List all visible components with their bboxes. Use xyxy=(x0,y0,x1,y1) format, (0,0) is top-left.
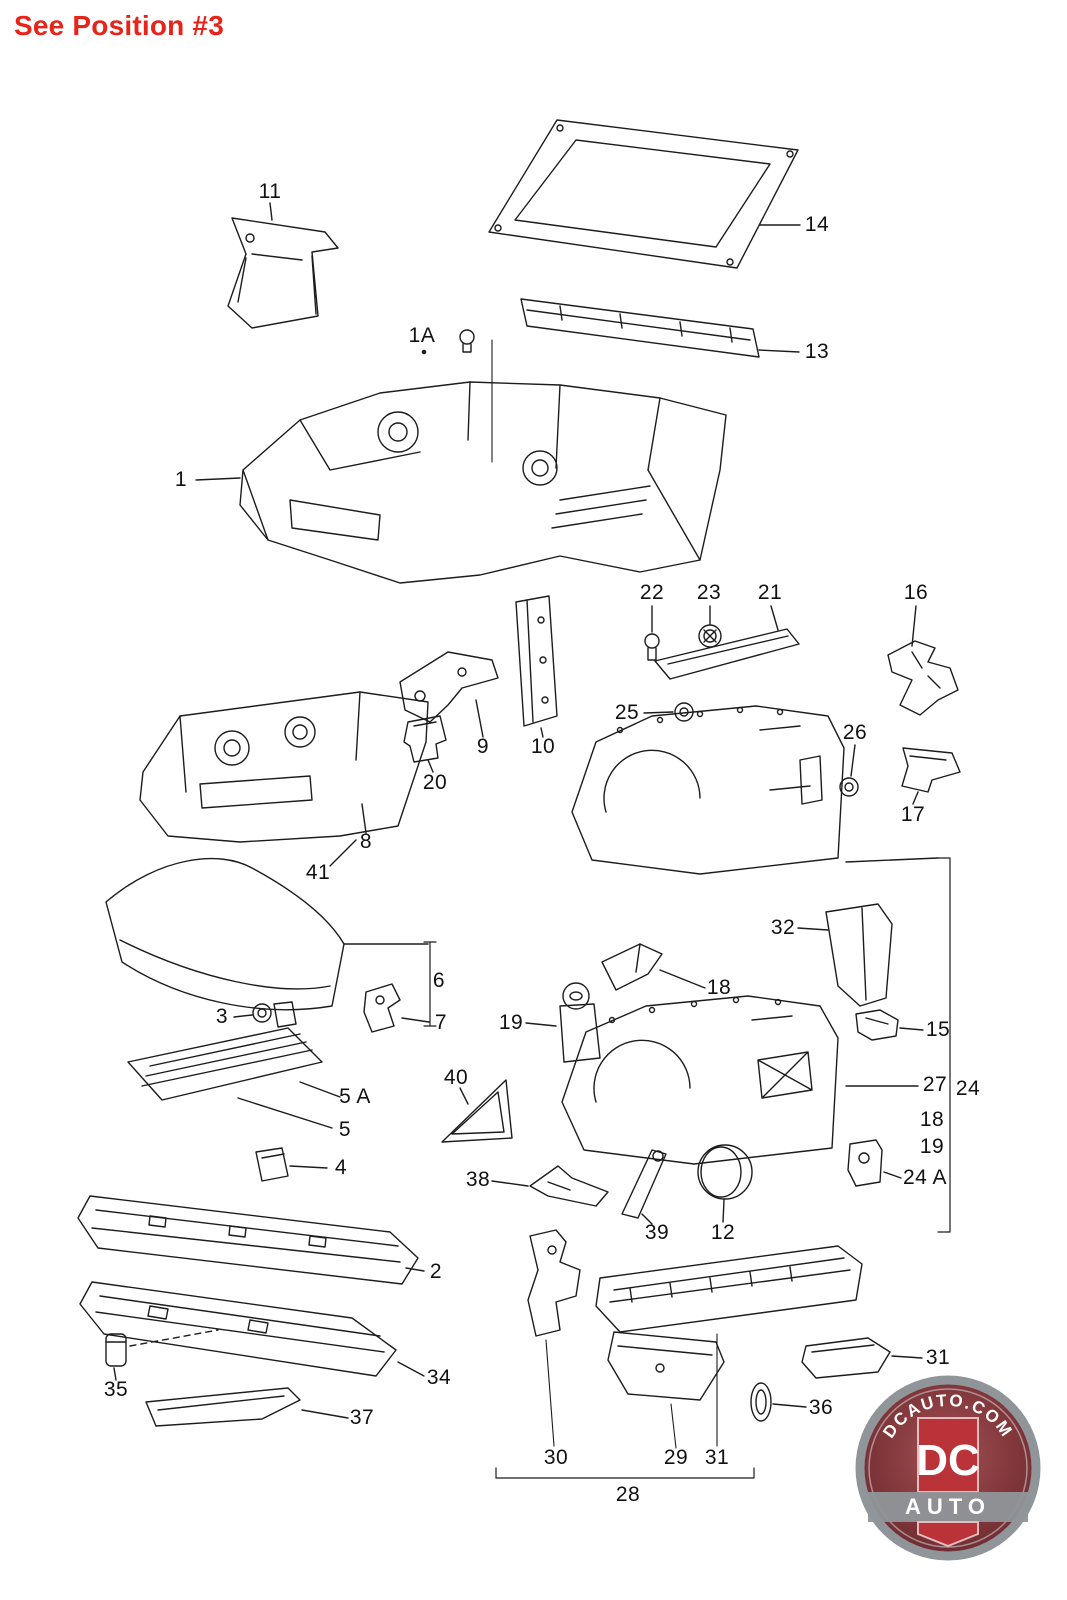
callout-1a: 1A xyxy=(408,324,436,347)
callout-12: 12 xyxy=(710,1221,736,1244)
wheel-housing-lower-drawing xyxy=(561,995,839,1165)
part-40-drawing xyxy=(441,1079,513,1143)
callout-26: 26 xyxy=(842,721,868,744)
callout-32: 32 xyxy=(770,916,796,939)
part-34-drawing xyxy=(79,1281,425,1377)
part-4-drawing xyxy=(255,1147,328,1182)
callout-38: 38 xyxy=(465,1168,491,1191)
part-36-drawing xyxy=(750,1382,807,1422)
see-position-note[interactable]: See Position #3 xyxy=(14,10,224,41)
callout-20: 20 xyxy=(422,771,448,794)
part-1-drawing xyxy=(195,381,727,584)
part-19-drawing xyxy=(525,982,601,1063)
logo-band xyxy=(868,1492,1028,1522)
part-6-drawing xyxy=(105,857,437,1027)
callout-28: 28 xyxy=(615,1483,641,1506)
callout-18: 18 xyxy=(919,1108,945,1131)
callout-24: 24 xyxy=(955,1077,981,1100)
group-24-bracket xyxy=(845,857,951,1233)
callout-18: 18 xyxy=(706,976,732,999)
callout-13: 13 xyxy=(804,340,830,363)
callout-1: 1 xyxy=(174,468,188,491)
part-31-drawing xyxy=(801,1337,923,1379)
part-14-drawing xyxy=(488,119,801,269)
part-11-drawing xyxy=(227,202,339,329)
wheel-housing-upper-drawing xyxy=(571,705,939,875)
callout-4: 4 xyxy=(334,1156,348,1179)
part-32-drawing xyxy=(797,903,893,1007)
callout-21: 21 xyxy=(757,581,783,604)
part-25-drawing xyxy=(643,702,694,722)
callout-10: 10 xyxy=(530,735,556,758)
callout-8: 8 xyxy=(359,830,373,853)
callout-19: 19 xyxy=(919,1135,945,1158)
callout-23: 23 xyxy=(696,581,722,604)
callout-39: 39 xyxy=(644,1221,670,1244)
part-20-drawing xyxy=(403,715,447,773)
callout-11: 11 xyxy=(258,180,282,203)
part-8-drawing xyxy=(139,691,429,867)
part-37-drawing xyxy=(145,1387,349,1427)
callout-31: 31 xyxy=(925,1346,951,1369)
part-10-drawing xyxy=(515,595,558,738)
callout-6: 6 xyxy=(432,969,446,992)
callout-25: 25 xyxy=(614,701,640,724)
part-1a-drawing xyxy=(421,329,493,463)
part-7-drawing xyxy=(363,983,430,1033)
part-2-drawing xyxy=(77,1195,425,1285)
sill-panel-drawing xyxy=(595,1245,863,1447)
part-17-drawing xyxy=(901,747,961,805)
logo-brand-text: AUTO xyxy=(905,1494,991,1519)
part-15-drawing xyxy=(855,1009,924,1041)
callout-9: 9 xyxy=(476,735,490,758)
callout-30: 30 xyxy=(543,1446,569,1469)
callout-36: 36 xyxy=(808,1396,834,1419)
part-3-drawing xyxy=(233,1001,297,1028)
callout-41: 41 xyxy=(305,861,331,884)
part-12-drawing xyxy=(697,1144,753,1223)
part-35-drawing xyxy=(105,1329,219,1381)
callout-16: 16 xyxy=(903,581,929,604)
part-9-drawing xyxy=(399,651,499,738)
callout-3: 3 xyxy=(215,1005,229,1028)
part-23-drawing xyxy=(698,605,722,648)
part-13-drawing xyxy=(520,298,800,358)
callout-14: 14 xyxy=(804,213,830,236)
callout-17: 17 xyxy=(900,803,926,826)
part-5a-drawing xyxy=(127,1027,341,1129)
part-16-drawing xyxy=(887,605,959,716)
callout-37: 37 xyxy=(349,1406,375,1429)
part-24a-drawing xyxy=(847,1139,902,1187)
callout-5: 5 xyxy=(338,1118,352,1141)
callout-5a: 5 A xyxy=(339,1085,371,1108)
part-18-drawing xyxy=(601,943,706,991)
part-26-drawing xyxy=(839,744,859,797)
part-30-drawing xyxy=(527,1229,581,1447)
part-39-drawing xyxy=(621,1149,667,1225)
part-29-drawing xyxy=(607,1331,725,1449)
callout-15: 15 xyxy=(925,1018,951,1041)
dcauto-watermark-logo: DCAUTO.COM DC AUTO xyxy=(854,1374,1042,1562)
callout-40: 40 xyxy=(443,1066,469,1089)
callout-27: 27 xyxy=(922,1073,948,1096)
callout-19: 19 xyxy=(498,1011,524,1034)
part-21-drawing xyxy=(654,605,800,680)
callout-24a: 24 A xyxy=(902,1166,948,1189)
callout-22: 22 xyxy=(639,581,665,604)
part-22-drawing xyxy=(644,605,660,661)
callout-29: 29 xyxy=(663,1446,689,1469)
callout-7: 7 xyxy=(434,1011,448,1034)
callout-35: 35 xyxy=(103,1378,129,1401)
part-38-drawing xyxy=(491,1165,609,1207)
logo-monogram: DC xyxy=(916,1436,980,1485)
group-28-bracket xyxy=(495,1467,755,1479)
callout-31: 31 xyxy=(704,1446,730,1469)
callout-2: 2 xyxy=(429,1260,443,1283)
callout-34: 34 xyxy=(426,1366,452,1389)
